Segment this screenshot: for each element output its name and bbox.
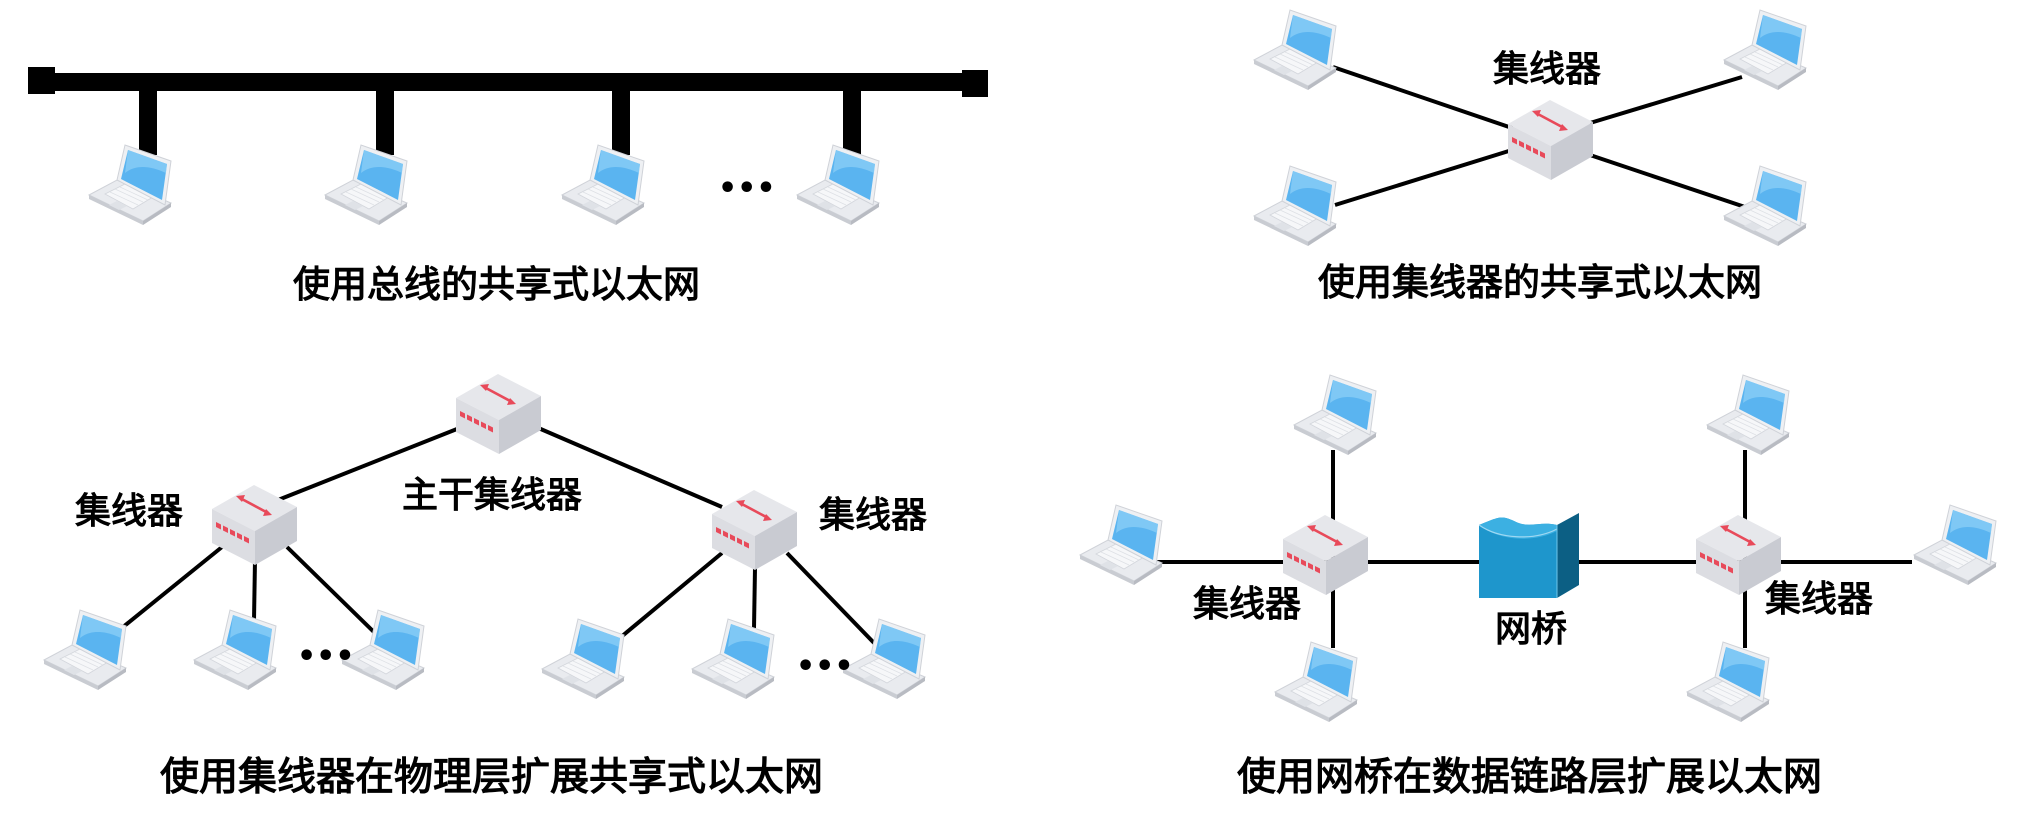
laptop-icon bbox=[193, 609, 277, 690]
caption-bus: 使用总线的共享式以太网 bbox=[293, 263, 700, 306]
laptop-icon bbox=[1274, 641, 1358, 722]
caption-bridge: 使用网桥在数据链路层扩展以太网 bbox=[1237, 755, 1823, 800]
laptop-icon bbox=[1686, 641, 1770, 722]
hub-icon bbox=[712, 490, 797, 570]
bridge-label: 网桥 bbox=[1495, 609, 1568, 650]
bus-terminator-right bbox=[962, 70, 988, 97]
ellipsis-bus: ••• bbox=[718, 171, 776, 206]
bus-drop-line bbox=[843, 85, 861, 155]
bus-cable bbox=[40, 73, 976, 91]
laptop-icon bbox=[1293, 374, 1377, 455]
laptop-icon bbox=[1706, 374, 1790, 455]
laptop-icon bbox=[541, 618, 625, 699]
hub-tree-diagram bbox=[43, 374, 926, 699]
link-line bbox=[1589, 153, 1749, 210]
laptop-icon bbox=[691, 618, 775, 699]
backbone-hub-label: 主干集线器 bbox=[402, 475, 583, 516]
laptop-icon bbox=[1079, 504, 1163, 585]
bridge-icon bbox=[1479, 513, 1579, 598]
laptop-icon bbox=[88, 144, 172, 225]
link-line bbox=[1334, 148, 1513, 207]
hub-icon bbox=[1283, 515, 1368, 595]
bus-drop-line bbox=[139, 85, 157, 155]
hub-icon bbox=[1508, 100, 1593, 180]
link-line bbox=[785, 551, 878, 647]
ellipsis-right-group: ••• bbox=[796, 649, 854, 684]
hub-icon bbox=[456, 374, 541, 454]
left-hub-label: 集线器 bbox=[1193, 584, 1302, 625]
laptop-icon bbox=[1913, 504, 1997, 585]
laptop-icon bbox=[1253, 9, 1337, 90]
laptop-icon bbox=[561, 144, 645, 225]
caption-hub-star: 使用集线器的共享式以太网 bbox=[1318, 261, 1762, 304]
laptop-icon bbox=[796, 144, 880, 225]
bus-terminator-left bbox=[28, 67, 55, 94]
bus-drop-line bbox=[376, 85, 394, 155]
link-line bbox=[619, 551, 724, 639]
laptop-icon bbox=[1253, 165, 1337, 246]
link-line bbox=[277, 425, 463, 502]
link-line bbox=[752, 567, 757, 629]
right-hub-label: 集线器 bbox=[1765, 579, 1874, 620]
hub-label: 集线器 bbox=[1493, 49, 1602, 90]
right-hub-label: 集线器 bbox=[819, 495, 928, 536]
hub-star-diagram bbox=[1253, 9, 1807, 246]
ellipsis-left-group: ••• bbox=[297, 639, 355, 674]
left-hub-label: 集线器 bbox=[75, 491, 184, 532]
laptop-icon bbox=[324, 144, 408, 225]
link-line bbox=[1589, 75, 1743, 125]
link-line bbox=[285, 545, 379, 637]
link-line bbox=[252, 559, 257, 621]
link-line bbox=[1332, 65, 1513, 130]
link-line bbox=[121, 545, 224, 629]
bridge-diagram bbox=[1079, 374, 1997, 722]
link-line bbox=[535, 425, 723, 509]
caption-hub-tree: 使用集线器在物理层扩展共享式以太网 bbox=[160, 755, 824, 800]
bus-diagram bbox=[28, 67, 988, 225]
laptop-icon bbox=[842, 618, 926, 699]
laptop-icon bbox=[43, 609, 127, 690]
bus-drop-line bbox=[612, 85, 630, 155]
